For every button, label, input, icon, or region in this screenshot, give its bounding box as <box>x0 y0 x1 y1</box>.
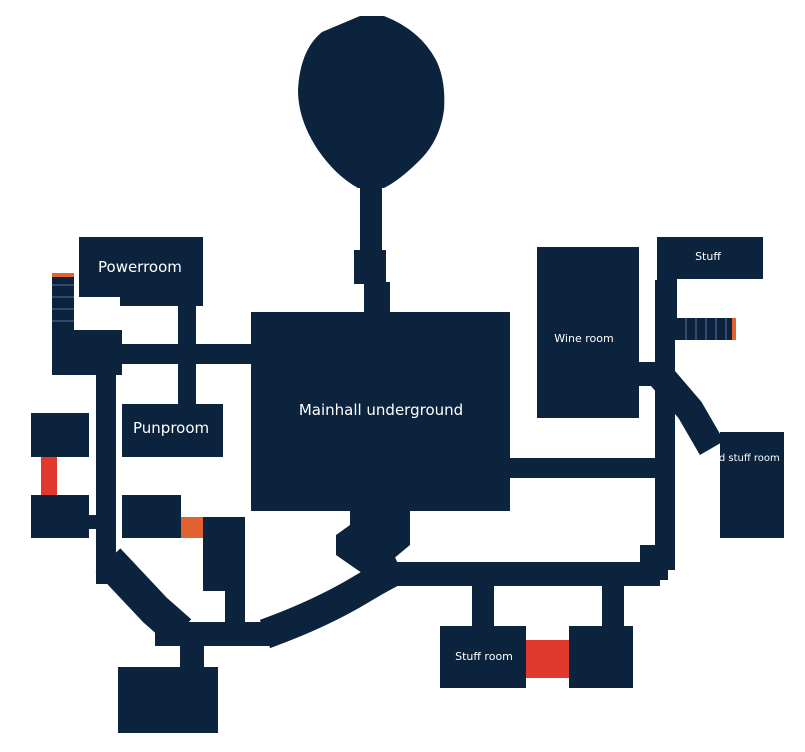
stuff-top-label: Stuff <box>695 250 721 263</box>
powerroom-label: Powerroom <box>98 258 182 276</box>
bulb-neck-stair <box>354 250 386 284</box>
stuff-room-neck <box>472 580 494 630</box>
orange-door[interactable] <box>181 517 203 538</box>
east-corridor <box>508 458 663 478</box>
west-room-top <box>31 413 89 457</box>
stuff-top-connector <box>657 270 677 320</box>
west-vertical-corridor <box>96 364 116 584</box>
south-room <box>118 667 218 733</box>
punproom-room <box>122 404 223 457</box>
bulb-neck-lower <box>364 282 390 316</box>
wine-room-label: Wine room <box>554 332 613 345</box>
west-room-link <box>88 515 104 529</box>
powerroom-room <box>79 237 203 297</box>
stuff-room-east <box>569 626 633 688</box>
west-corridor <box>100 344 255 364</box>
old-stuff-room-label: Old stuff room <box>708 453 780 464</box>
south-room-neck <box>180 640 204 670</box>
small-room-b <box>203 517 245 591</box>
south-corridor <box>155 622 275 646</box>
old-stuff-room-room <box>720 432 784 538</box>
mainhall-label: Mainhall underground <box>299 401 463 419</box>
stuff-room-label: Stuff room <box>455 650 513 663</box>
east-vertical-corridor <box>655 280 675 570</box>
stuff-room-east-neck <box>602 580 624 630</box>
small-room-b-tail <box>225 588 245 628</box>
doors-and-stairs <box>41 273 736 678</box>
small-room-a <box>122 495 181 538</box>
bulb-chamber <box>298 16 445 188</box>
stairs-west <box>52 273 74 333</box>
east-diagonal-corridor <box>649 365 725 456</box>
red-door-south[interactable] <box>526 640 569 678</box>
mainhall-south-stair <box>336 510 410 580</box>
wine-room-room <box>537 247 639 418</box>
punproom-label: Punproom <box>133 419 209 437</box>
floor-shapes <box>31 16 784 733</box>
mainhall-room <box>251 312 510 511</box>
red-door-west[interactable] <box>41 457 57 495</box>
powerroom-connector <box>178 300 196 410</box>
room-labels: Powerroom Punproom Mainhall underground … <box>98 250 780 663</box>
stuff-room-room <box>440 626 526 688</box>
west-room-bottom <box>31 495 89 538</box>
stairs-east <box>676 318 736 340</box>
bulb-neck <box>360 182 382 252</box>
